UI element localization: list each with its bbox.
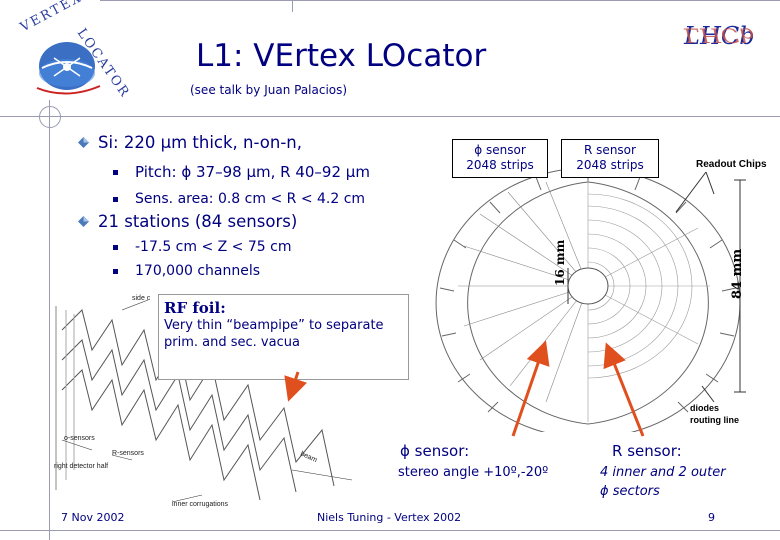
square-bullet-icon xyxy=(113,196,118,202)
sub-bullet-channels: 170,000 channels xyxy=(113,263,260,279)
diamond-bullet-icon xyxy=(78,137,89,148)
square-bullet-icon xyxy=(113,268,118,274)
svg-text:o-sensors: o-sensors xyxy=(64,435,95,442)
sub-bullet-pitch: Pitch: ϕ 37–98 µm, R 40–92 µm xyxy=(113,163,370,181)
frame-mid-line xyxy=(0,116,780,117)
label-readout-chips: Readout Chips xyxy=(696,159,767,170)
lhcb-logo-text: LHCb xyxy=(684,22,755,50)
sub-bullet-pitch-text: Pitch: ϕ 37–98 µm, R 40–92 µm xyxy=(135,163,370,181)
rf-foil-title: RF foil: xyxy=(164,299,226,317)
bullet-stations: 21 stations (84 sensors) xyxy=(78,212,297,231)
r-sensor-box-line1: R sensor xyxy=(584,143,636,157)
bullet-stations-text: 21 stations (84 sensors) xyxy=(98,212,298,231)
r-annotation-line1: 4 inner and 2 outer xyxy=(600,465,726,480)
sub-bullet-sens-area: Sens. area: 0.8 cm < R < 4.2 cm xyxy=(113,191,365,207)
r-annotation-line2: ϕ sectors xyxy=(600,484,660,499)
footer-date: 7 Nov 2002 xyxy=(61,511,125,524)
bullet-si: Si: 220 µm thick, n-on-n, xyxy=(78,133,302,152)
r-annotation-title: R sensor: xyxy=(612,442,682,460)
svg-text:side c: side c xyxy=(132,295,151,302)
frame-top-line xyxy=(100,0,780,1)
svg-text:inner corrugations: inner corrugations xyxy=(172,501,229,508)
velo-logo: VERTEX LOCATOR xyxy=(12,0,132,101)
sub-bullet-sens-area-text: Sens. area: 0.8 cm < R < 4.2 cm xyxy=(135,191,366,207)
rf-foil-text-line2: prim. and sec. vacua xyxy=(164,335,300,350)
lhcb-logo: LHCb LHCb xyxy=(682,22,762,78)
page-title: L1: VErtex LOcator xyxy=(196,38,487,74)
square-bullet-icon xyxy=(113,244,118,250)
sub-bullet-channels-text: 170,000 channels xyxy=(135,263,261,279)
frame-circle xyxy=(39,106,61,128)
rf-foil-box: RF foil: Very thin “beampipe” to separat… xyxy=(158,294,409,380)
label-routing-line: routing line xyxy=(690,415,739,425)
square-bullet-icon xyxy=(113,169,118,175)
rf-foil-arrow xyxy=(284,371,308,402)
svg-text:R-sensors: R-sensors xyxy=(112,450,144,457)
bullet-si-text: Si: 220 µm thick, n-on-n, xyxy=(98,133,302,152)
r-sensor-box-line2: 2048 strips xyxy=(576,158,644,172)
footer-author: Niels Tuning - Vertex 2002 xyxy=(317,511,462,524)
r-sensor-arrow xyxy=(603,342,645,437)
phi-annotation-text: stereo angle +10º,-20º xyxy=(398,465,549,480)
phi-sensor-box-line2: 2048 strips xyxy=(466,158,534,172)
footer-page-number: 9 xyxy=(708,511,715,524)
label-diodes: diodes xyxy=(690,403,720,413)
page-subtitle: (see talk by Juan Palacios) xyxy=(190,83,348,97)
phi-sensor-box-line1: ϕ sensor xyxy=(474,143,526,157)
frame-bottom-line xyxy=(0,530,780,531)
sub-bullet-z-range-text: -17.5 cm < Z < 75 cm xyxy=(135,239,292,255)
rf-foil-text-line1: Very thin “beampipe” to separate xyxy=(164,318,384,333)
frame-right-line xyxy=(292,0,293,12)
r-sensor-box: R sensor 2048 strips xyxy=(561,139,659,178)
frame-left-line xyxy=(49,100,50,540)
svg-text:right detector half: right detector half xyxy=(54,463,108,470)
sub-bullet-z-range: -17.5 cm < Z < 75 cm xyxy=(113,239,291,255)
phi-annotation-title: ϕ sensor: xyxy=(400,442,470,460)
phi-sensor-box: ϕ sensor 2048 strips xyxy=(452,139,548,178)
phi-sensor-arrow xyxy=(511,340,550,437)
diamond-bullet-icon xyxy=(78,216,89,227)
